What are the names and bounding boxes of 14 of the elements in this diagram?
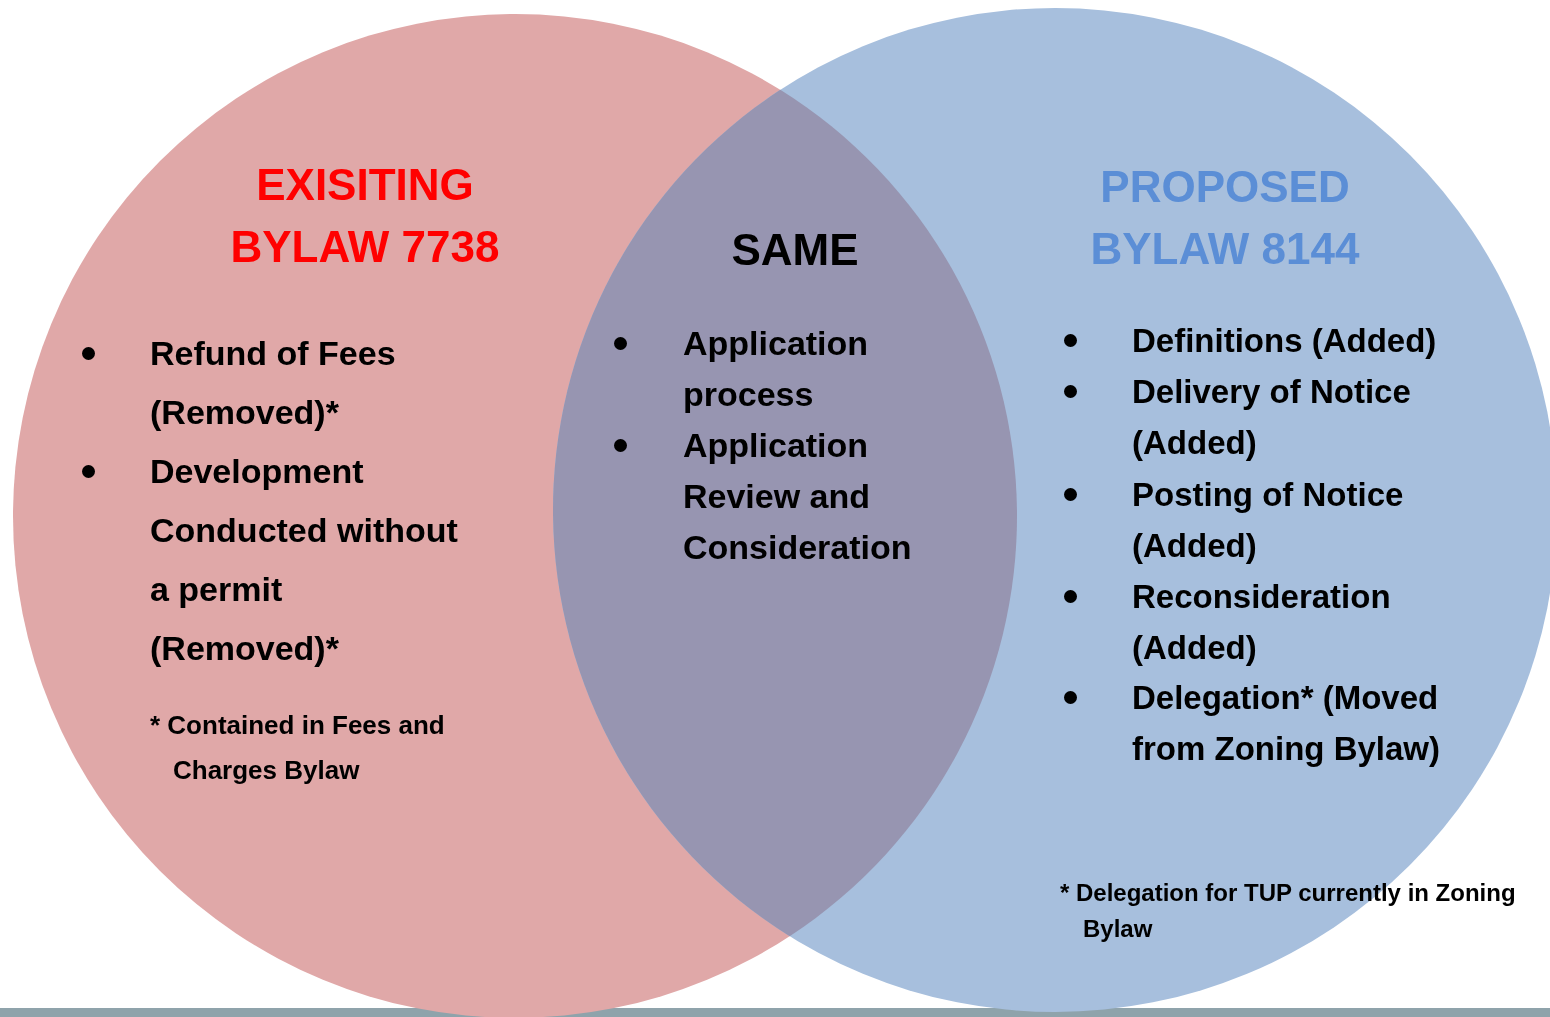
list-item: Reconsideration (Added) [1132,577,1392,668]
list-item: Definitions (Added) [1132,321,1438,361]
venn-heading: SAME [730,224,860,276]
list-item: Delegation* (Moved from Zoning Bylaw) [1132,678,1441,769]
list-item: Delivery of Notice (Added) [1132,372,1412,463]
footnote: * Contained in Fees and Charges Bylaw [150,709,446,787]
list-item: Application Review and Consideration [683,425,913,568]
venn-heading: PROPOSED BYLAW 8144 [1089,161,1361,275]
venn-heading: EXISITING BYLAW 7738 [229,159,501,273]
list-item: Posting of Notice (Added) [1132,475,1405,566]
list-item: Application process [683,323,870,415]
footnote: * Delegation for TUP currently in Zoning Bylaw [1060,878,1517,944]
list-item: Refund of Fees (Removed)* [150,333,397,433]
list-item: Development Conducted without a permit (Removed)* [150,451,459,669]
